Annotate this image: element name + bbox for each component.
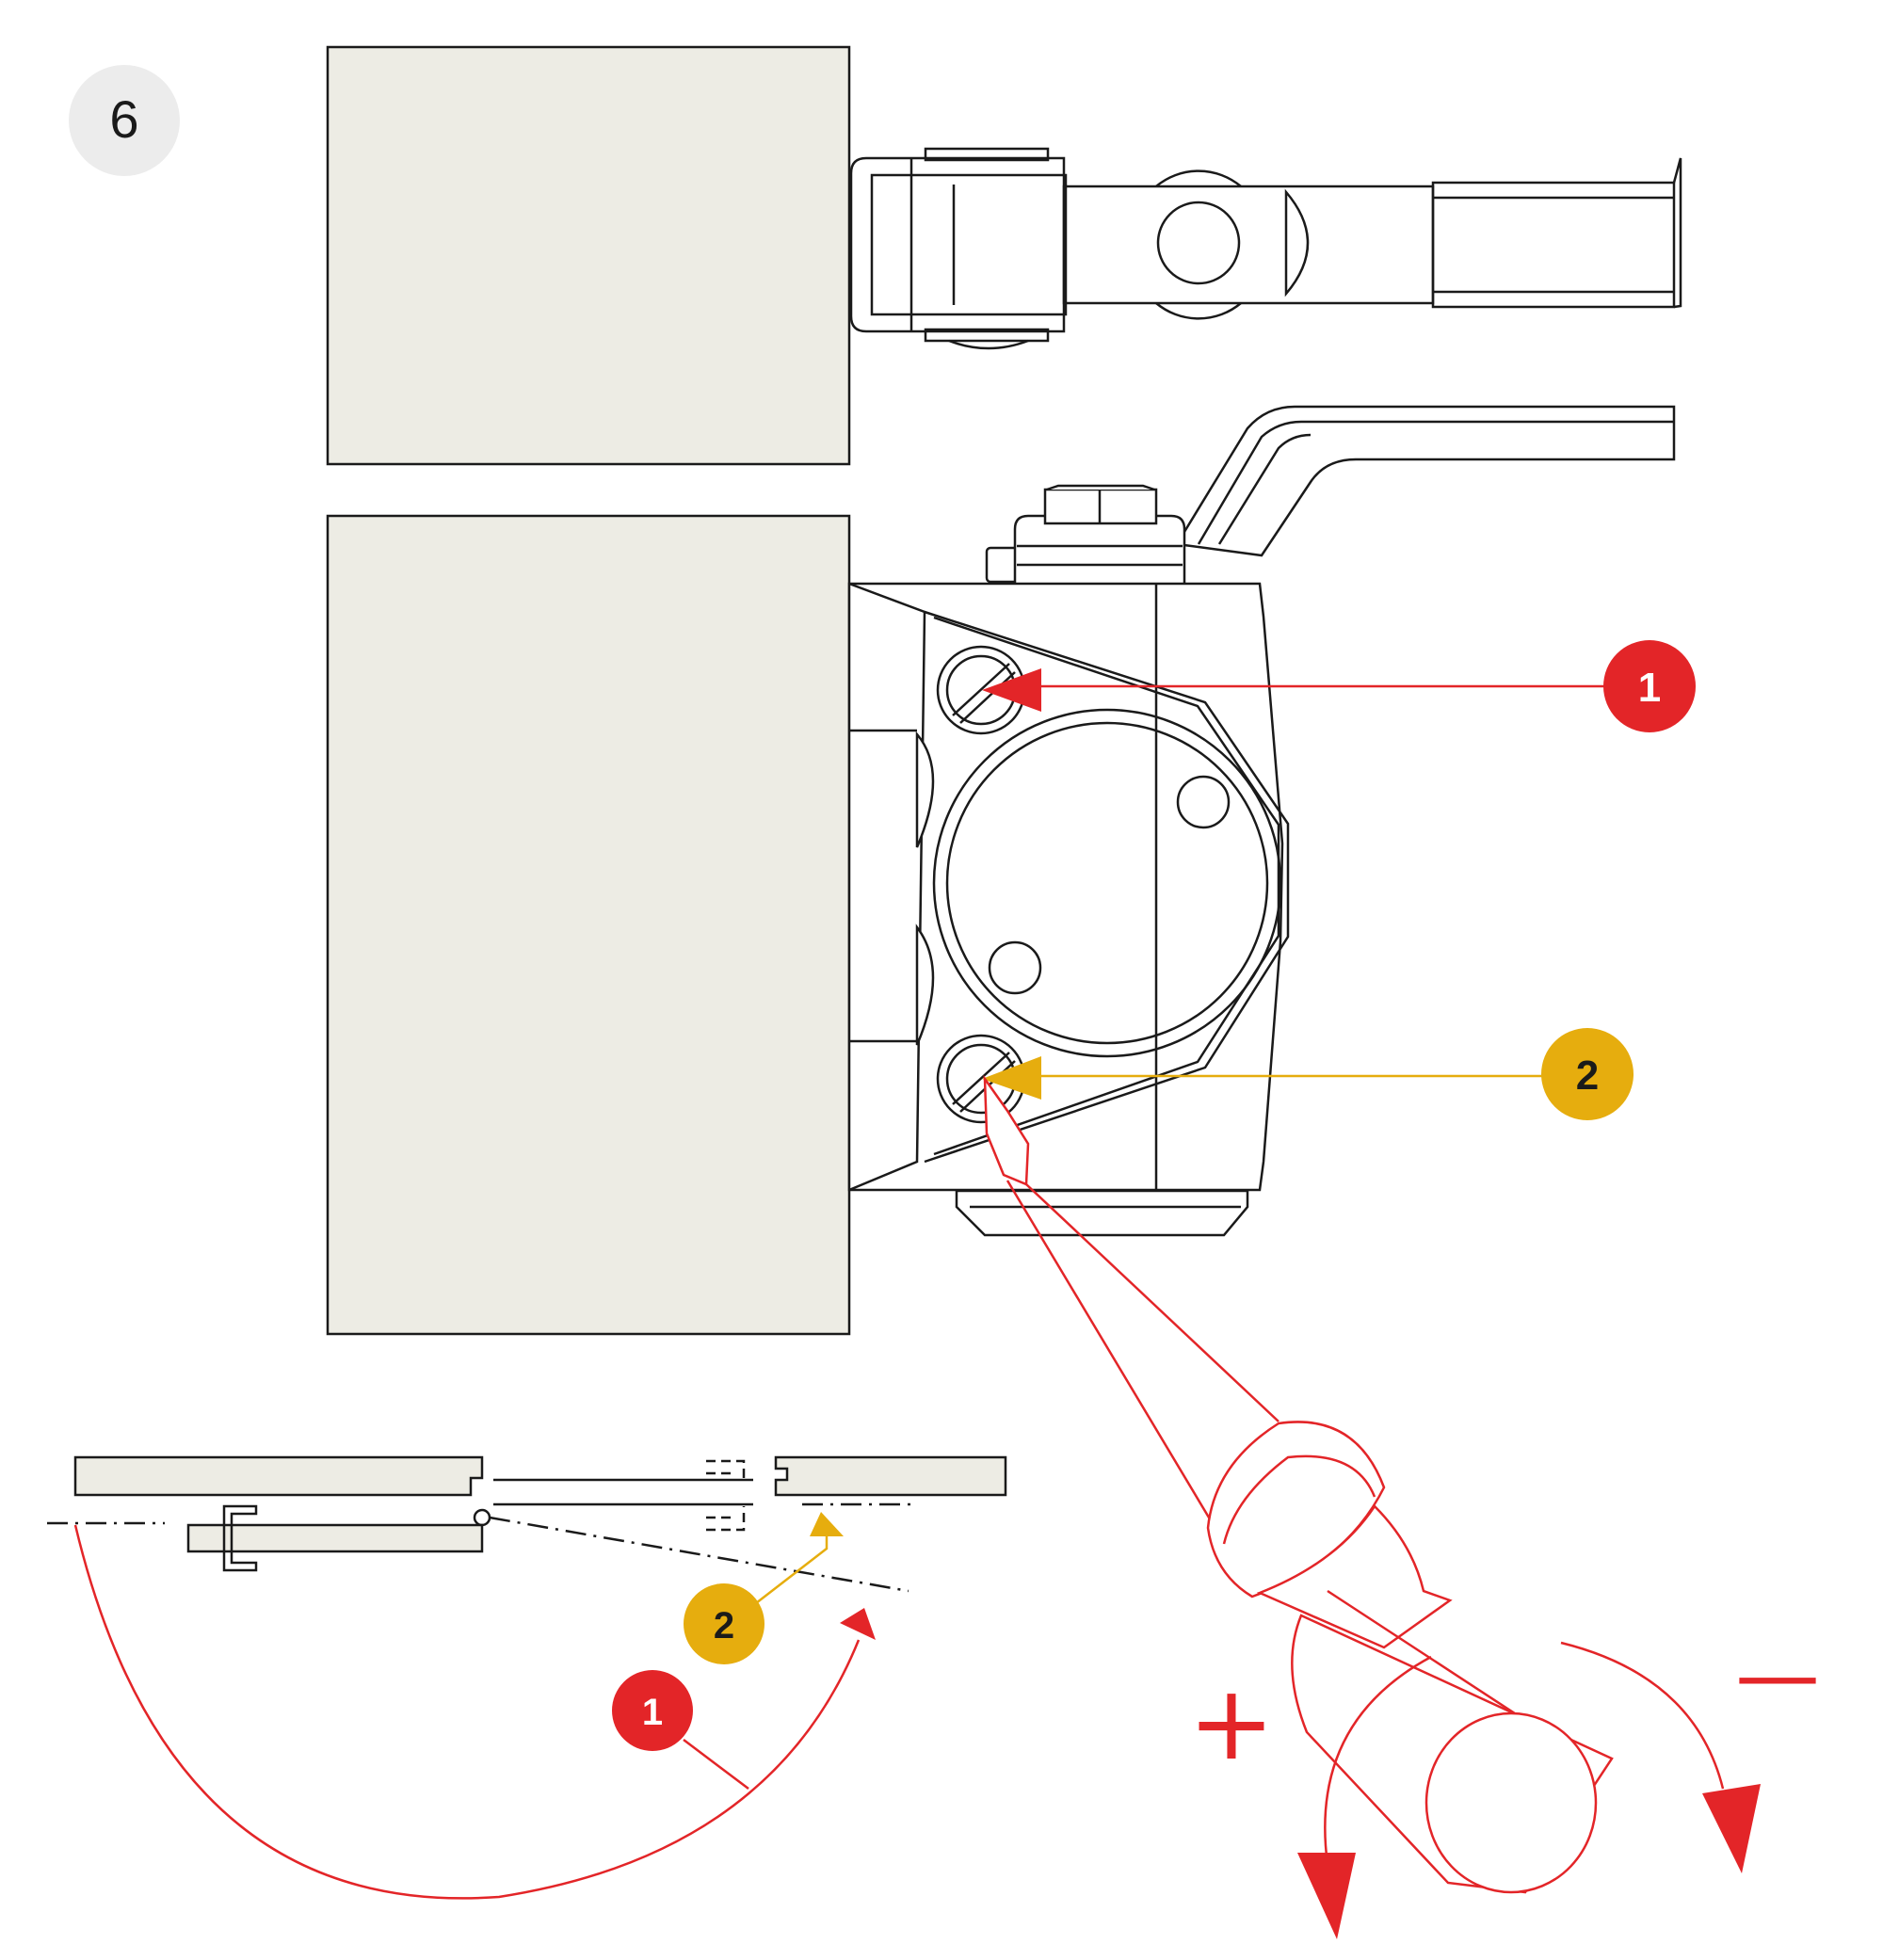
- callout-number-2-detail: 2: [714, 1605, 734, 1647]
- callout-badge-yellow: [1541, 1028, 1634, 1120]
- callout-number-1: 1: [1638, 665, 1661, 711]
- arrow-head-icon: [810, 1512, 844, 1536]
- callout-badge-red: [612, 1670, 693, 1751]
- callout-number-1-detail: 1: [642, 1692, 663, 1733]
- detail-panel-right: [774, 1455, 1007, 1497]
- disc-hole-lower: [988, 940, 1042, 995]
- arrow-head-icon: [982, 1056, 1041, 1100]
- top-view: [326, 45, 1682, 466]
- rotate-plus-arrow-icon: [1297, 1853, 1356, 1939]
- alignment-detail: [47, 1455, 1007, 1593]
- minus-sign: —: [1735, 1626, 1820, 1725]
- top-hinge-bracket: [849, 147, 1682, 350]
- detail-panel-left: [73, 1455, 484, 1497]
- plus-sign: +: [1188, 1663, 1275, 1783]
- disc-hole-upper: [1176, 775, 1231, 829]
- step-number: 6: [109, 89, 138, 149]
- rotation-indicators: + —: [1188, 1626, 1820, 1939]
- hinge-base-plate: [955, 1189, 1249, 1237]
- step-badge: 6: [69, 65, 180, 176]
- hinge-nut: [985, 484, 1186, 587]
- callout-2-detail: 2: [684, 1512, 844, 1664]
- swing-arc: [73, 1524, 861, 1900]
- hinge-disc-outer: [932, 708, 1282, 1058]
- top-hinge-pin: [1156, 201, 1241, 285]
- hinge-body-outline: [847, 582, 1284, 1192]
- callout-1-main: 1: [982, 640, 1696, 732]
- callout-badge-red: [1603, 640, 1696, 732]
- screwdriver-icon: [983, 1074, 1614, 1894]
- step-badge-circle: [69, 65, 180, 176]
- top-panel: [326, 45, 851, 466]
- hinge-body: [847, 405, 1676, 1237]
- arrow-head-icon: [982, 668, 1041, 712]
- detail-panel-lower: [186, 1523, 484, 1553]
- callout-badge-yellow: [684, 1583, 764, 1664]
- hinge-handle: [1174, 405, 1676, 557]
- callout-1-detail: 1: [73, 1524, 876, 1900]
- arrow-head-icon: [840, 1608, 876, 1640]
- callout-2-main: 2: [982, 1028, 1634, 1120]
- lower-panel: [326, 514, 851, 1336]
- callout-number-2: 2: [1576, 1052, 1599, 1099]
- rotate-minus-arrow-icon: [1702, 1784, 1761, 1873]
- hinge-disc-inner: [945, 721, 1269, 1045]
- screwdriver-handle-end: [1424, 1711, 1598, 1894]
